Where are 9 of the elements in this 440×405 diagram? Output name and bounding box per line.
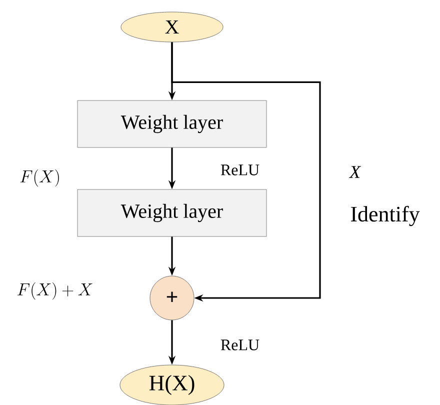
layer-box: Weight layer	[77, 100, 267, 148]
formula-label: $F(X)$	[20, 169, 59, 187]
layer-box: Weight layer	[77, 189, 267, 237]
formula-label: $F(X) + X$	[18, 282, 92, 300]
edge-label: X	[348, 165, 362, 179]
text-label: ReLU	[220, 340, 260, 350]
text-label: ReLU	[220, 164, 260, 176]
text-label: Identify	[350, 206, 420, 226]
arrow	[171, 42, 321, 302]
